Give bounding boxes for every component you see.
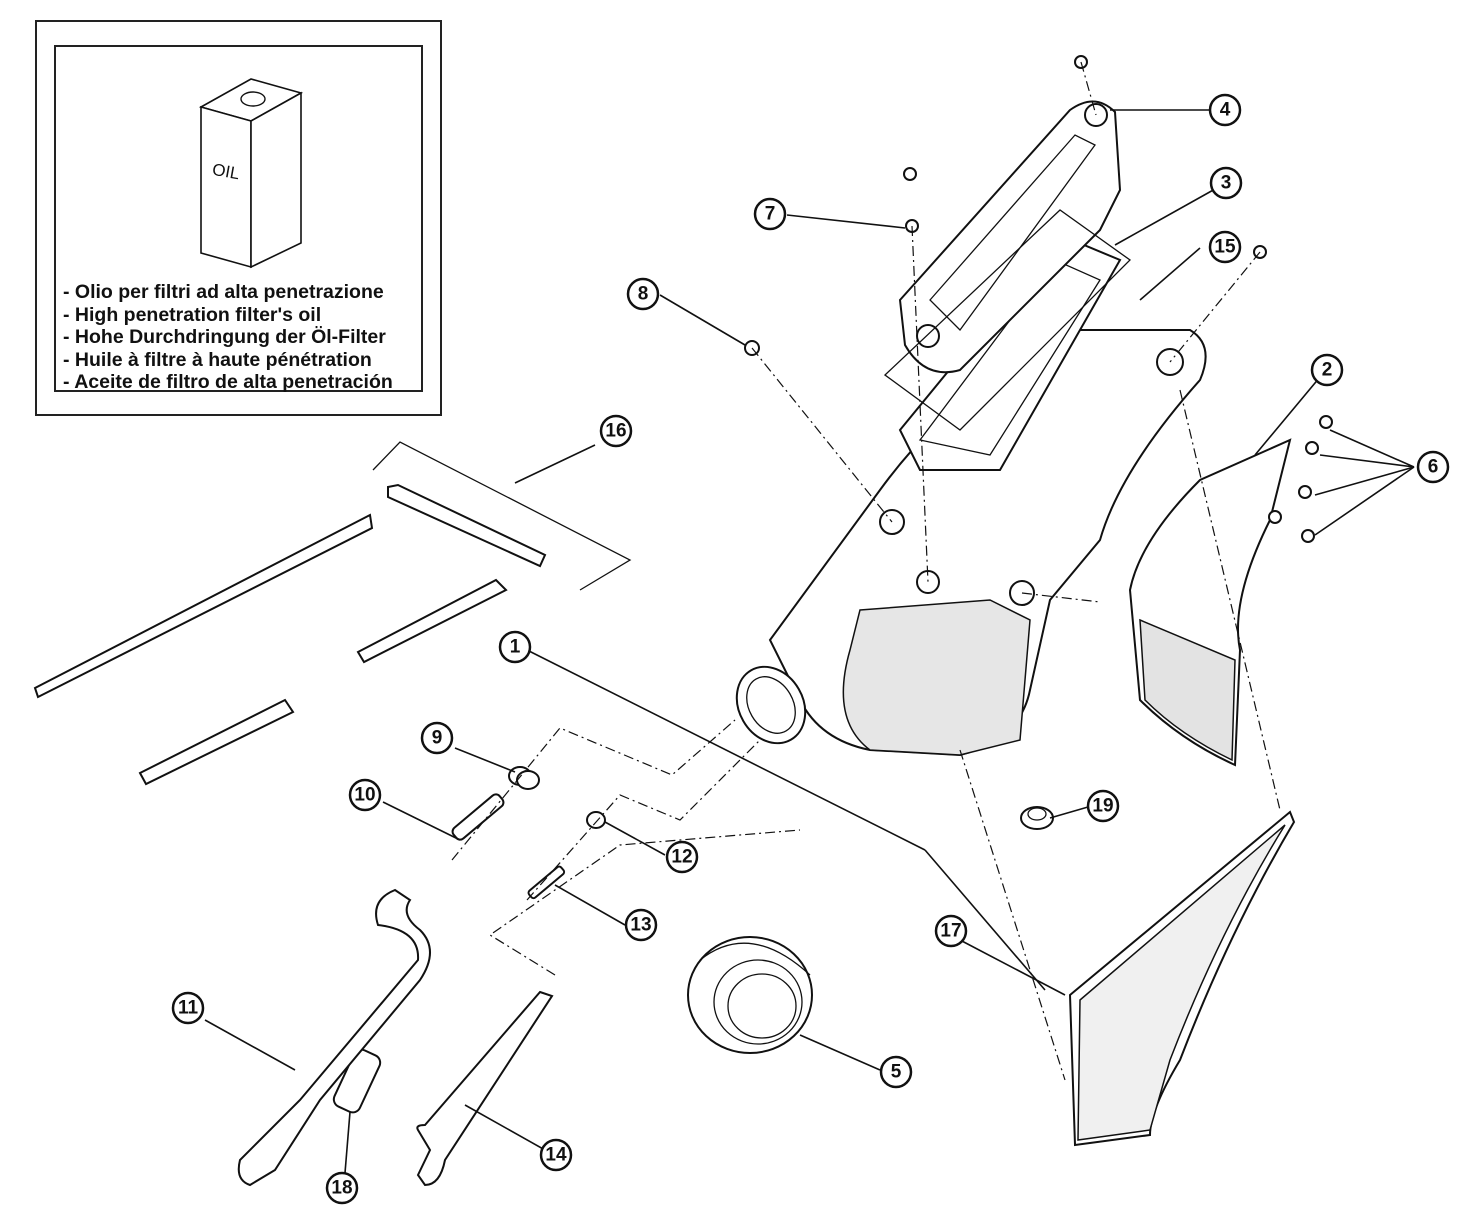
callout-10: 10 [348, 778, 382, 812]
callout-3: 3 [1209, 166, 1243, 200]
svg-text:15: 15 [1214, 237, 1236, 258]
assembly-lines [451, 61, 1281, 1081]
part-9-washer [508, 766, 540, 790]
callout-16: 16 [599, 414, 633, 448]
legend-inner-frame: OIL - Olio per filtri ad alta penetrazio… [54, 45, 423, 394]
legend-line-english: - High penetration filter's oil [63, 303, 322, 326]
callout-11: 11 [171, 991, 205, 1025]
svg-text:8: 8 [638, 284, 649, 305]
svg-text:12: 12 [671, 847, 692, 868]
oil-can-label: OIL [211, 160, 241, 183]
callout-9: 9 [420, 721, 454, 755]
callout-17: 17 [934, 914, 968, 948]
legend-line-spanish: - Aceite de filtro de alta penetración [63, 371, 393, 394]
callout-15: 15 [1208, 230, 1242, 264]
svg-text:10: 10 [354, 785, 375, 806]
svg-text:9: 9 [432, 728, 443, 749]
svg-text:11: 11 [178, 998, 199, 1019]
leader-lines [204, 109, 1415, 1174]
svg-text:7: 7 [765, 204, 776, 225]
svg-text:3: 3 [1221, 173, 1232, 194]
svg-text:2: 2 [1322, 360, 1333, 381]
legend-line-italian: - Olio per filtri ad alta penetrazione [63, 281, 384, 303]
svg-text:4: 4 [1220, 100, 1231, 121]
callout-19: 19 [1086, 789, 1120, 823]
part-1-airbox [735, 329, 1207, 757]
svg-text:13: 13 [630, 915, 651, 936]
svg-text:17: 17 [940, 921, 961, 942]
legend-text-list: - Olio per filtri ad alta penetrazione -… [63, 281, 393, 394]
svg-text:18: 18 [331, 1178, 352, 1199]
part-5-intake-boot [687, 936, 813, 1054]
legend-line-german: - Hohe Durchdringung der Öl-Filter [63, 326, 386, 349]
svg-text:5: 5 [891, 1062, 902, 1083]
svg-text:16: 16 [605, 421, 626, 442]
callout-12: 12 [665, 840, 699, 874]
part-10-connector [451, 793, 505, 841]
part-6-screws [1268, 415, 1333, 543]
legend-line-french: - Huile à filtre à haute pénétration [63, 348, 372, 371]
legend-box: OIL - Olio per filtri ad alta penetrazio… [35, 20, 442, 416]
part-19-plug [1020, 806, 1054, 830]
callout-4: 4 [1208, 93, 1242, 127]
part-2-side-panel [1128, 438, 1292, 767]
part-16-foam-strips [33, 441, 632, 786]
svg-text:6: 6 [1428, 457, 1439, 478]
part-13-nipple [527, 865, 566, 900]
part-11-hose [237, 888, 431, 1187]
part-18-tube [332, 1048, 382, 1114]
svg-text:1: 1 [510, 637, 521, 658]
callout-8: 8 [626, 277, 660, 311]
svg-text:14: 14 [545, 1145, 567, 1166]
callout-5: 5 [879, 1055, 913, 1089]
callout-18: 18 [325, 1171, 359, 1205]
svg-text:19: 19 [1092, 796, 1113, 817]
oil-can-icon: OIL [198, 78, 304, 269]
part-14-hose [416, 990, 554, 1187]
callout-2: 2 [1310, 353, 1344, 387]
callout-6: 6 [1416, 450, 1450, 484]
callout-7: 7 [753, 197, 787, 231]
callout-14: 14 [539, 1138, 573, 1172]
part-17-side-cover [1068, 810, 1296, 1147]
callout-1: 1 [498, 630, 532, 664]
part-12-washer [586, 811, 606, 829]
callout-13: 13 [624, 908, 658, 942]
part-15-filter-element [883, 209, 1132, 431]
